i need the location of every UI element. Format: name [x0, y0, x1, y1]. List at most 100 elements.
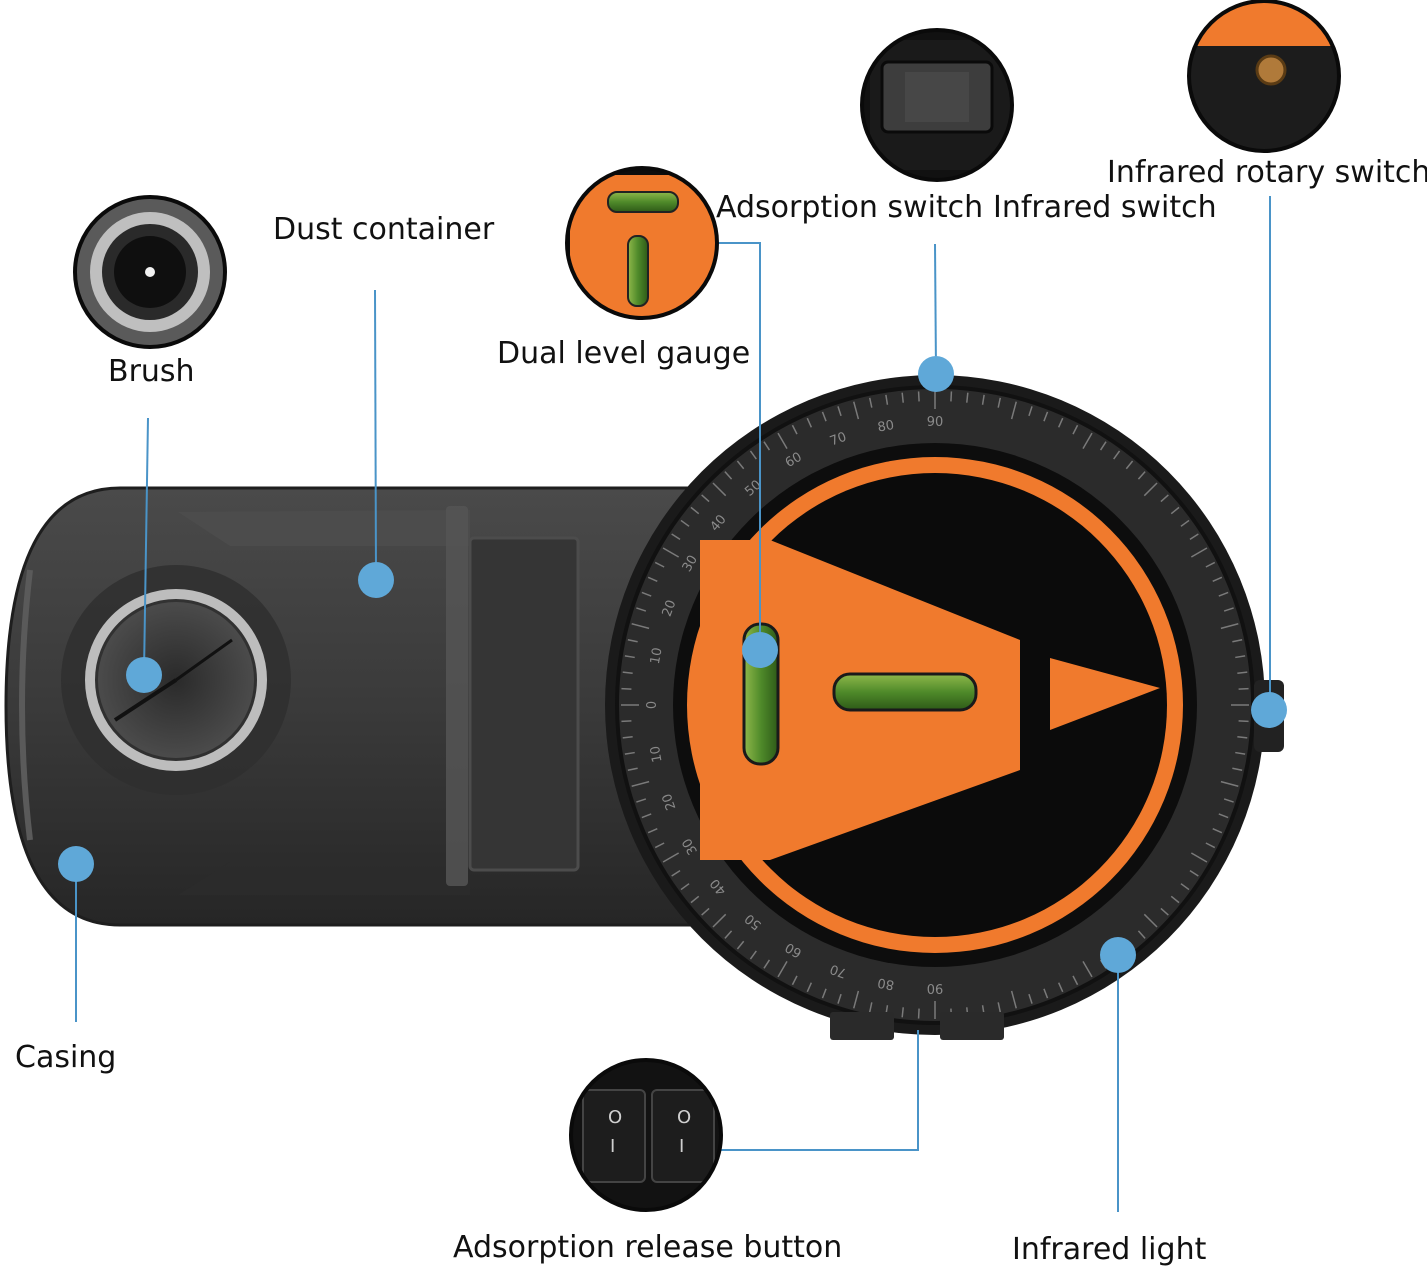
protractor-tick	[680, 883, 690, 891]
protractor-tick	[1218, 591, 1229, 597]
protractor-tick	[690, 506, 700, 515]
protractor-tick	[1028, 406, 1033, 417]
marker-infrared-light	[1100, 937, 1136, 973]
protractor-tick	[837, 993, 842, 1004]
protractor-tick	[1238, 687, 1249, 690]
protractor-scale-label: 20	[660, 791, 680, 812]
protractor-tick	[701, 907, 710, 916]
infrared-rotary-inset	[1187, 0, 1341, 153]
protractor-tick	[1143, 482, 1158, 497]
protractor-tick	[1125, 460, 1134, 470]
switch-off-symbol-right: O	[677, 1107, 691, 1128]
brush-housing	[61, 565, 291, 795]
protractor-tick	[1235, 751, 1246, 755]
protractor-tick	[680, 519, 690, 527]
leader-release-button	[720, 1030, 919, 1151]
bottom-button-right	[940, 1012, 1004, 1040]
protractor-tick	[636, 607, 647, 612]
protractor-tick	[997, 397, 1002, 408]
protractor-tick	[1205, 561, 1216, 568]
protractor-tick	[806, 417, 813, 428]
protractor-tick	[1190, 547, 1208, 558]
label-infrared-switch: Infrared switch	[993, 190, 1217, 225]
leader-adsorption-switch	[934, 243, 937, 373]
leader-dust-container	[374, 289, 377, 579]
protractor-tick	[624, 655, 635, 659]
protractor-scale-label: 0	[645, 701, 660, 709]
label-infrared-rotary-switch: Infrared rotary switch	[1107, 155, 1427, 190]
protractor-tick	[1232, 638, 1243, 643]
protractor-tick	[981, 394, 985, 405]
protractor-tick	[868, 397, 873, 408]
protractor-scale-label: 30	[680, 835, 701, 857]
protractor-tick	[1238, 720, 1249, 723]
release-button-inset: O I O I	[569, 1058, 723, 1212]
protractor-tick	[853, 401, 860, 420]
protractor-tick	[777, 960, 788, 978]
protractor-tick	[671, 869, 681, 877]
protractor-tick	[1072, 975, 1079, 986]
protractor-tick	[917, 391, 920, 402]
protractor-tick	[627, 767, 638, 772]
leader-brush	[143, 417, 149, 673]
marker-dust-container	[358, 562, 394, 598]
horizontal-bubble-vial	[832, 672, 978, 712]
dust-container-divider	[446, 506, 468, 886]
protractor-scale-label: 60	[783, 939, 805, 960]
marker-dual-level	[742, 632, 778, 668]
protractor-tick	[1223, 798, 1234, 803]
protractor-tick	[1043, 411, 1049, 422]
protractor-tick	[622, 671, 633, 674]
marker-casing	[58, 846, 94, 882]
protractor-tick	[1205, 842, 1216, 849]
protractor-tick	[712, 913, 727, 928]
protractor-tick	[1137, 930, 1146, 939]
protractor-tick	[1232, 767, 1243, 772]
leader-dual-level	[717, 242, 761, 650]
protractor-tick	[1235, 655, 1246, 659]
protractor-tick	[791, 975, 798, 986]
rocker-switch-right	[651, 1089, 715, 1183]
protractor-tick	[724, 930, 733, 939]
protractor-tick	[1189, 869, 1199, 877]
protractor-tick	[853, 990, 860, 1009]
protractor-tick	[749, 450, 757, 460]
orange-arrow-indicator	[1050, 658, 1160, 730]
protractor-tick	[1010, 401, 1017, 420]
protractor-scale-label: 10	[648, 745, 666, 764]
protractor-scale-label: 30	[680, 553, 701, 575]
protractor-tick	[763, 959, 771, 969]
switch-on-symbol-right: I	[679, 1136, 684, 1157]
protractor-tick	[736, 940, 745, 950]
protractor-tick	[647, 576, 658, 583]
bottom-button-left	[830, 1012, 894, 1040]
marker-brush	[126, 657, 162, 693]
label-adsorption-switch: Adsorption switch	[716, 190, 984, 225]
protractor-tick	[901, 392, 904, 403]
label-brush: Brush	[108, 354, 195, 389]
label-dual-level-gauge: Dual level gauge	[497, 336, 751, 371]
protractor-tick	[749, 950, 757, 960]
protractor-tick	[1099, 441, 1107, 451]
infrared-lens-icon	[1255, 54, 1287, 86]
protractor-tick	[1057, 417, 1064, 428]
protractor-tick	[622, 736, 633, 739]
protractor-tick	[654, 561, 665, 568]
adsorption-switch-inset	[860, 28, 1014, 182]
protractor-tick	[671, 533, 681, 541]
protractor-tick	[662, 852, 680, 863]
protractor-tick	[654, 842, 665, 849]
protractor-scale-label: 10	[648, 646, 666, 665]
protractor-tick	[1160, 494, 1169, 503]
marker-adsorption-switch	[918, 356, 954, 392]
switch-on-symbol-left: I	[610, 1136, 615, 1157]
protractor-tick	[1237, 736, 1248, 739]
protractor-tick	[763, 441, 771, 451]
protractor-tick	[791, 424, 798, 435]
protractor-ticks	[621, 391, 1249, 1019]
protractor-tick	[1180, 883, 1190, 891]
dual-level-inset	[565, 166, 719, 320]
protractor-tick	[868, 1002, 873, 1013]
